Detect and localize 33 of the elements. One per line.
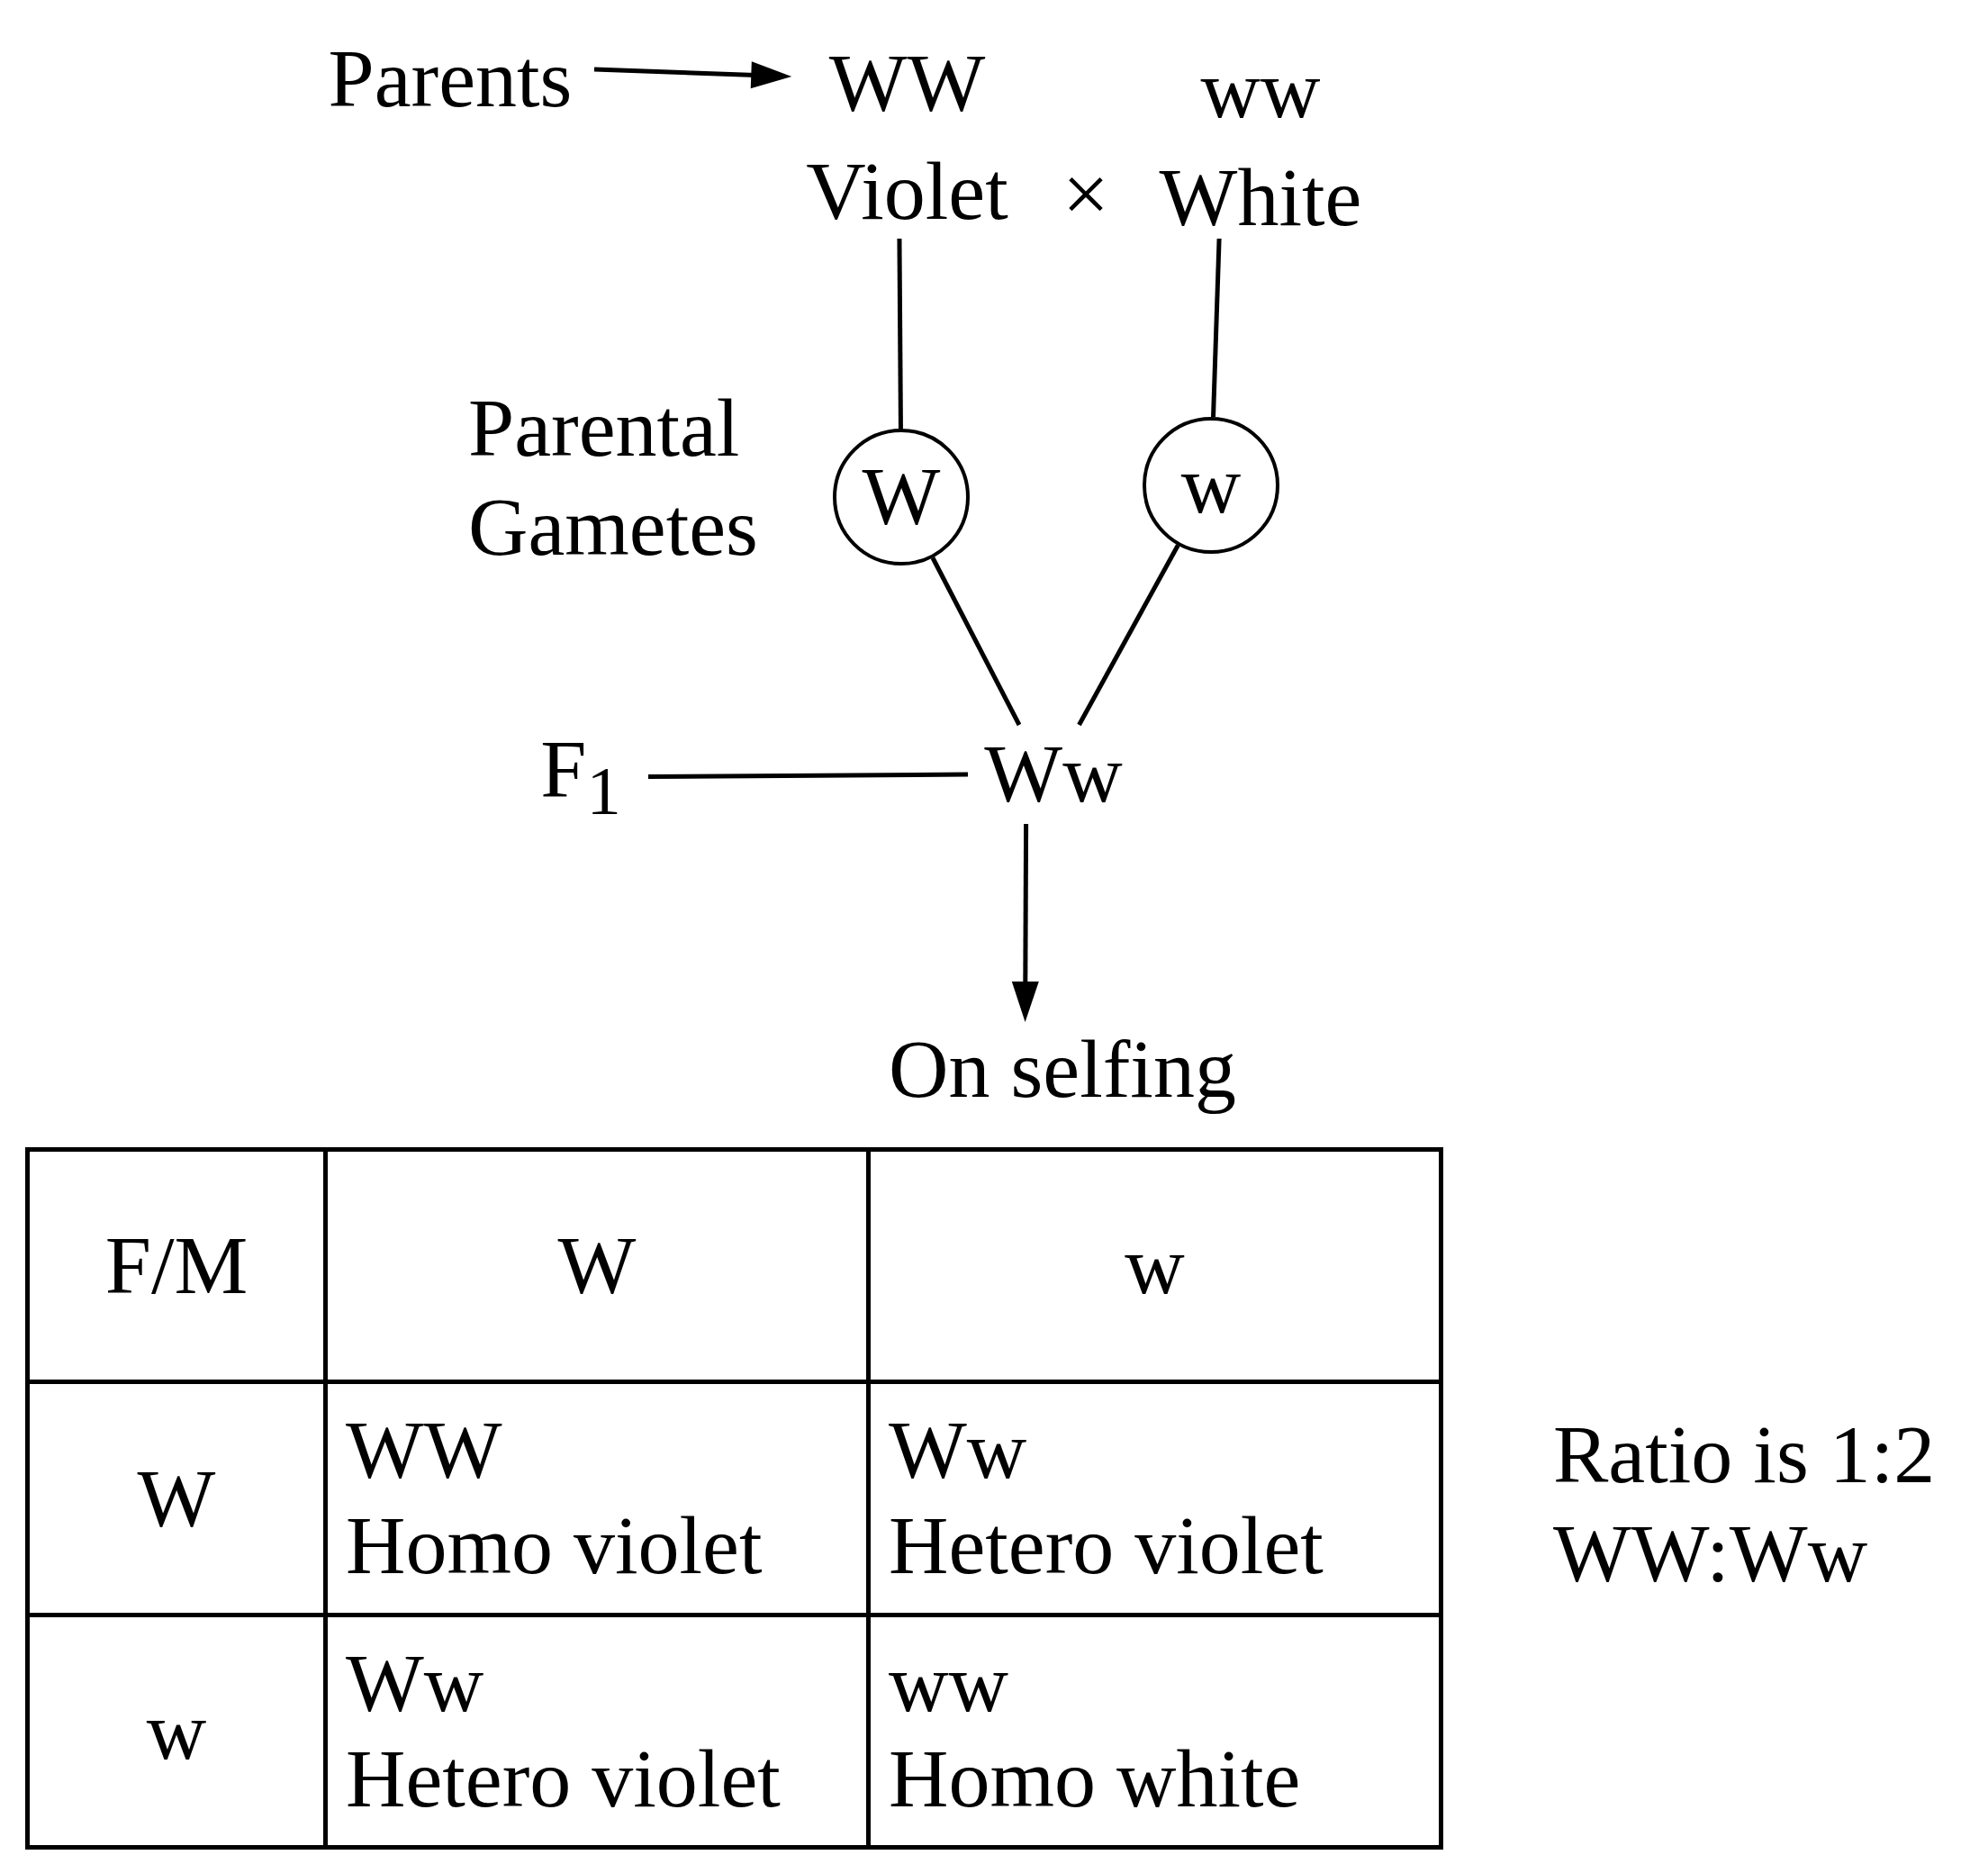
phenotype-text: Homo violet (346, 1498, 764, 1593)
genotype-label: Ww (968, 725, 1139, 824)
phenotype-text: Homo white (889, 1731, 1302, 1826)
column-header: W (557, 1218, 637, 1314)
row-header: F/M (104, 1218, 248, 1314)
phenotype-text: Hetero violet (889, 1498, 1324, 1593)
connector-line (897, 239, 903, 429)
ratio-text: WW:Ww (1553, 1507, 1868, 1601)
genotype-text: WW (346, 1403, 503, 1498)
gametes-label: Parental Gametes (468, 381, 759, 575)
phenotype-text: White (1159, 150, 1362, 245)
genotype-text: Ww (346, 1635, 485, 1731)
gamete-circle: w (1143, 417, 1279, 554)
genotype-text: ww (889, 1635, 1009, 1731)
parents-label: Parents (306, 32, 594, 126)
arrow (1011, 824, 1039, 1022)
row-header: w (146, 1684, 207, 1779)
cross-sign: × (1062, 147, 1109, 241)
connector-line (1211, 238, 1222, 418)
genotype-text: ww (1200, 42, 1321, 138)
genotype-text: WW (828, 35, 986, 131)
genotype-text: Ww (889, 1403, 1028, 1498)
connector-line (1077, 544, 1180, 727)
ratio-text: Ratio is 1:2 (1553, 1407, 1936, 1502)
arrow (593, 61, 792, 89)
row-header: W (137, 1451, 216, 1546)
connector-line (647, 772, 969, 779)
step-label: On selfing (855, 1022, 1270, 1117)
column-header: w (1125, 1218, 1185, 1314)
phenotype-text: Hetero violet (346, 1731, 782, 1826)
gamete-circle: W (833, 429, 970, 566)
phenotype-text: Violet (806, 143, 1008, 239)
generation-label: F$_{1}$ (513, 725, 648, 828)
